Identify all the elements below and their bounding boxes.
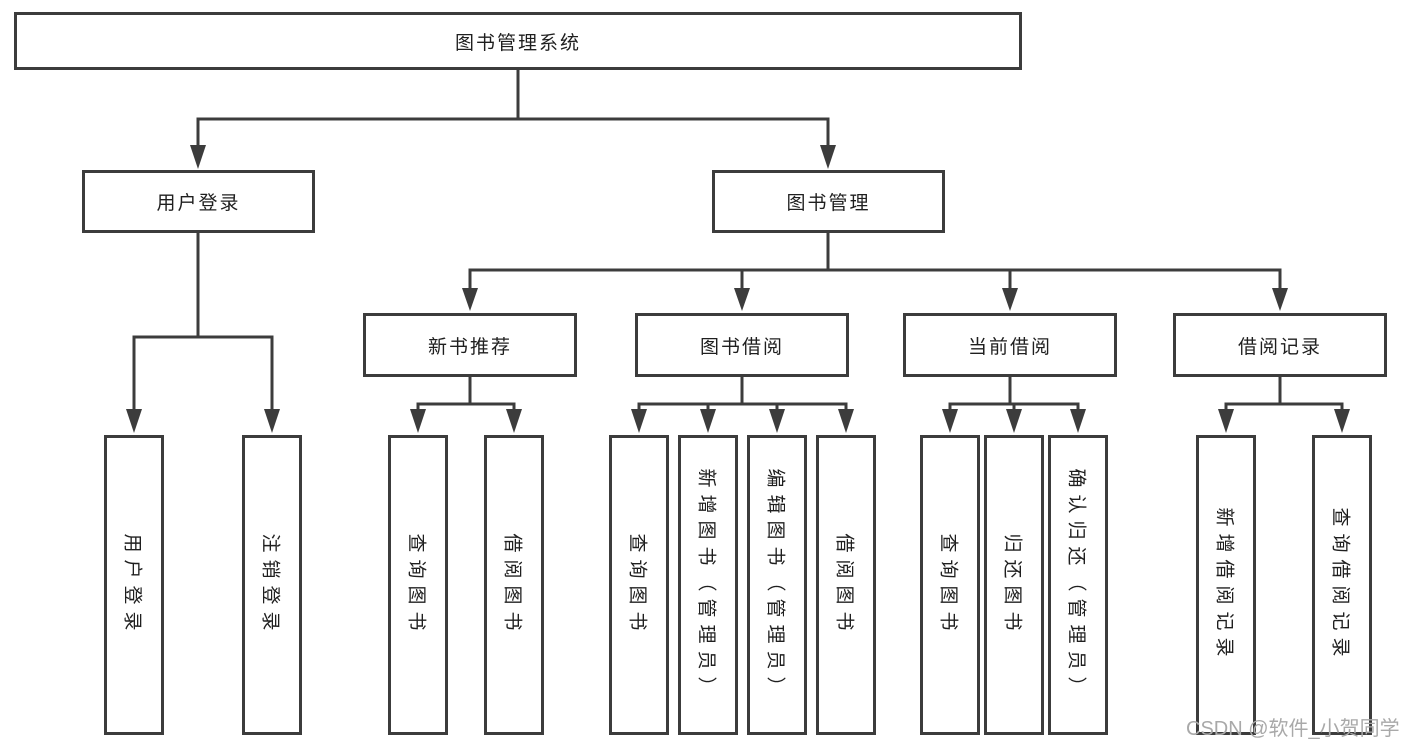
arrowhead [1006, 409, 1022, 433]
node-label: 图书管理 [786, 193, 871, 214]
arrowhead [631, 409, 647, 433]
leaf-label: 借阅图书 [501, 532, 523, 638]
leaf-borrow-books: 借阅图书 [484, 435, 544, 735]
node-label: 图书管理系统 [454, 32, 581, 54]
connector-rec [1224, 375, 1344, 412]
connector-root [196, 68, 830, 148]
connector-login [132, 231, 274, 412]
arrowhead [462, 288, 478, 311]
leaf-label: 查询图书 [937, 532, 959, 638]
arrowhead [838, 409, 854, 433]
node-new-book-recommend: 新书推荐 [363, 313, 577, 377]
leaf-query-books: 查询图书 [609, 435, 669, 735]
arrowhead [1002, 288, 1018, 311]
arrowhead [734, 288, 750, 311]
leaf-edit-books-admin: 编辑图书（管理员） [747, 435, 807, 735]
node-book-borrow: 图书借阅 [635, 313, 849, 377]
leaf-user-login: 用户登录 [104, 435, 164, 735]
leaf-label: 新增借阅记录 [1213, 506, 1235, 664]
leaf-label: 确认归还（管理员） [1065, 467, 1087, 703]
leaf-label: 注销登录 [259, 532, 281, 638]
arrowhead [410, 409, 426, 433]
node-label: 图书借阅 [699, 336, 784, 358]
node-root-system: 图书管理系统 [14, 12, 1022, 70]
arrowhead [1334, 409, 1350, 433]
arrowhead [1070, 409, 1086, 433]
leaf-logout: 注销登录 [242, 435, 302, 735]
leaf-label: 查询图书 [626, 532, 648, 638]
leaf-borrow-books: 借阅图书 [816, 435, 876, 735]
arrowhead [506, 409, 522, 433]
connector-borrow [637, 375, 848, 412]
node-label: 用户登录 [156, 193, 241, 214]
leaf-return-books: 归还图书 [984, 435, 1044, 735]
arrowhead [126, 409, 142, 433]
node-user-login: 用户登录 [82, 170, 315, 233]
leaf-add-borrow-record: 新增借阅记录 [1196, 435, 1256, 735]
arrowhead [1218, 409, 1234, 433]
leaf-label: 查询借阅记录 [1329, 506, 1351, 664]
leaf-confirm-return-admin: 确认归还（管理员） [1048, 435, 1108, 735]
connector-mgmt [468, 231, 1282, 291]
node-label: 当前借阅 [967, 336, 1052, 358]
leaf-query-borrow-record: 查询借阅记录 [1312, 435, 1372, 735]
arrowhead [820, 145, 836, 169]
leaf-label: 用户登录 [121, 532, 143, 638]
leaf-label: 查询图书 [405, 532, 427, 638]
node-book-management: 图书管理 [712, 170, 945, 233]
arrowhead [264, 409, 280, 433]
leaf-add-books-admin: 新增图书（管理员） [678, 435, 738, 735]
arrowhead [700, 409, 716, 433]
arrowhead [190, 145, 206, 169]
arrowhead [769, 409, 785, 433]
arrowhead [1272, 288, 1288, 311]
leaf-label: 编辑图书（管理员） [764, 467, 786, 703]
node-label: 新书推荐 [427, 336, 512, 358]
node-current-borrow: 当前借阅 [903, 313, 1117, 377]
leaf-label: 新增图书（管理员） [695, 467, 717, 703]
node-label: 借阅记录 [1237, 336, 1322, 358]
leaf-label: 借阅图书 [833, 532, 855, 638]
csdn-watermark: CSDN @软件_小贺同学 [1186, 718, 1400, 740]
leaf-label: 归还图书 [1001, 532, 1023, 638]
leaf-query-books: 查询图书 [388, 435, 448, 735]
connector-newrec [416, 375, 516, 412]
node-borrow-records: 借阅记录 [1173, 313, 1387, 377]
connector-cur [948, 375, 1080, 412]
leaf-query-books: 查询图书 [920, 435, 980, 735]
arrowhead [942, 409, 958, 433]
